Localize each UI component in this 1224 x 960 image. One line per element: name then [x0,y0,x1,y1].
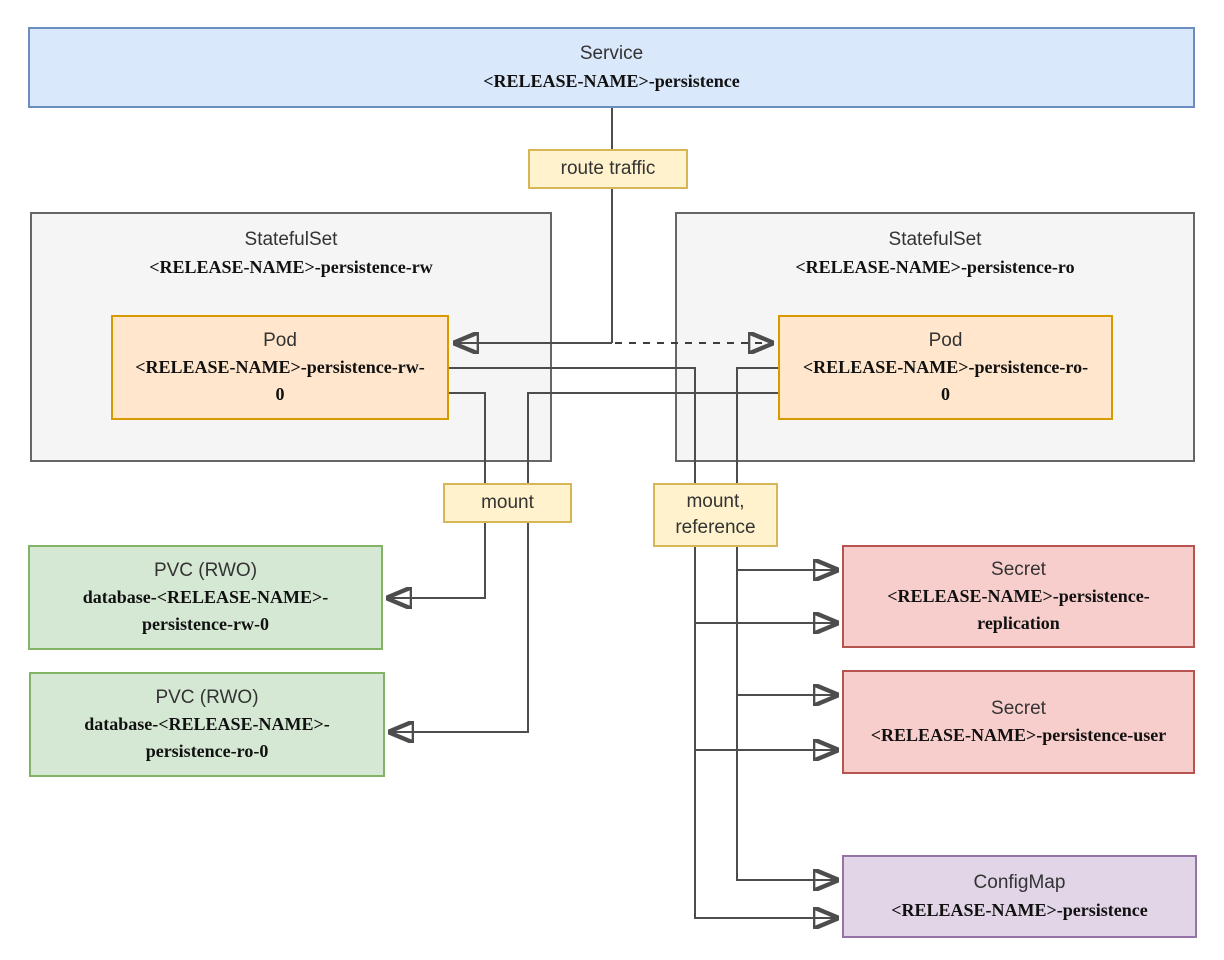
statefulset-ro-name: <RELEASE-NAME>-persistence-ro [795,256,1075,277]
pvc-ro-type: PVC (RWO) [155,686,259,708]
service-node: Service <RELEASE-NAME>-persistence [28,27,1195,108]
configmap-node: ConfigMap <RELEASE-NAME>-persistence [842,855,1197,938]
pod-ro-type: Pod [928,329,963,351]
secret-replication-name: <RELEASE-NAME>-persistence-replication [887,586,1150,634]
pod-rw-name: <RELEASE-NAME>-persistence-rw-0 [135,357,425,405]
secret-user-type: Secret [991,697,1046,719]
secret-replication-node: Secret <RELEASE-NAME>-persistence-replic… [842,545,1195,648]
statefulset-ro-type: StatefulSet [888,229,982,250]
edge-label-mount: mount [443,483,572,523]
configmap-type: ConfigMap [973,872,1066,894]
pvc-rw-name: database-<RELEASE-NAME>-persistence-rw-0 [82,587,329,635]
pod-ro-name: <RELEASE-NAME>-persistence-ro-0 [802,357,1089,405]
statefulset-rw-name: <RELEASE-NAME>-persistence-rw [149,256,433,277]
pvc-ro-node: PVC (RWO) database-<RELEASE-NAME>-persis… [29,672,385,777]
secret-replication-type: Secret [991,558,1046,580]
service-name: <RELEASE-NAME>-persistence [483,70,740,91]
secret-user-node: Secret <RELEASE-NAME>-persistence-user [842,670,1195,774]
pvc-rw-type: PVC (RWO) [153,559,258,581]
pvc-ro-name: database-<RELEASE-NAME>-persistence-ro-0 [84,714,330,762]
pod-ro-node: Pod <RELEASE-NAME>-persistence-ro-0 [778,315,1113,420]
configmap-name: <RELEASE-NAME>-persistence [891,899,1148,920]
service-type: Service [579,43,644,65]
secret-user-name: <RELEASE-NAME>-persistence-user [870,725,1167,746]
pod-rw-node: Pod <RELEASE-NAME>-persistence-rw-0 [111,315,449,420]
pod-rw-type: Pod [263,329,297,351]
edge-label-mount-reference: mount, reference [653,483,778,547]
edge-label-route-traffic: route traffic [528,149,688,189]
statefulset-rw-type: StatefulSet [244,229,338,250]
pvc-rw-node: PVC (RWO) database-<RELEASE-NAME>-persis… [28,545,383,650]
